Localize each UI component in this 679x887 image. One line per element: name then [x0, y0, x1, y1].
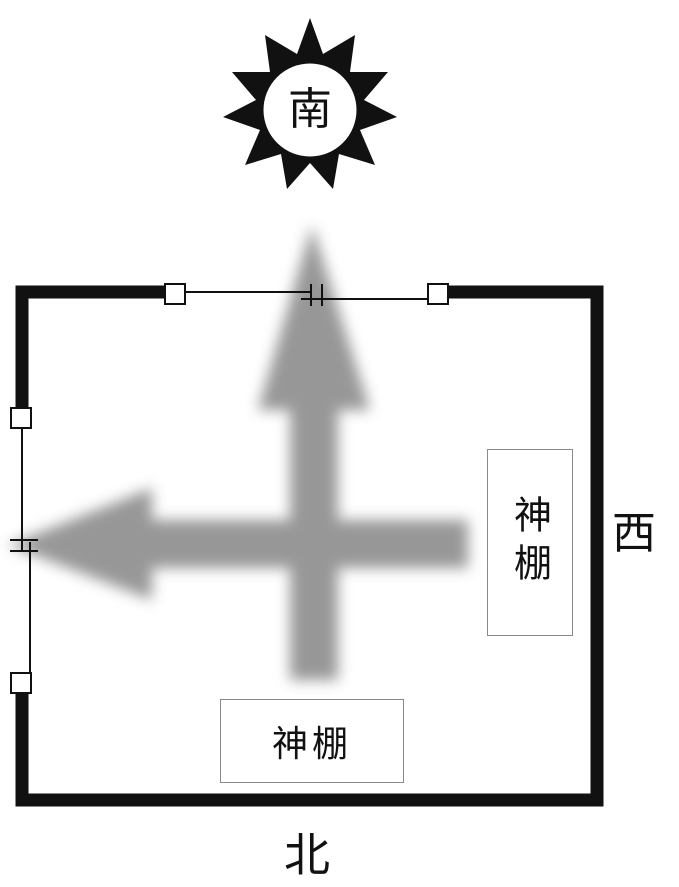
window-handle — [164, 283, 186, 305]
window-handle — [427, 283, 449, 305]
window-handle — [10, 407, 32, 429]
west-label: 西 — [612, 508, 656, 559]
arrow-up-icon — [258, 225, 370, 680]
sun-icon — [223, 18, 397, 189]
shrine-label-east: 神棚 — [487, 449, 573, 636]
window-handle — [10, 672, 32, 694]
north-label: 北 — [284, 828, 330, 882]
shrine-label-north: 神棚 — [220, 699, 404, 783]
window-left — [10, 407, 38, 694]
shrine-text: 神棚 — [507, 494, 552, 591]
shrine-text: 神棚 — [271, 724, 352, 765]
direction-arrows — [8, 225, 468, 680]
room-walls — [15, 285, 604, 807]
wall-top-left — [15, 285, 183, 427]
wall-right-bottom — [15, 285, 604, 807]
sun-disc — [260, 60, 360, 160]
window-top — [164, 283, 449, 306]
arrow-left-icon — [8, 488, 468, 600]
south-label: 南 — [288, 84, 332, 135]
